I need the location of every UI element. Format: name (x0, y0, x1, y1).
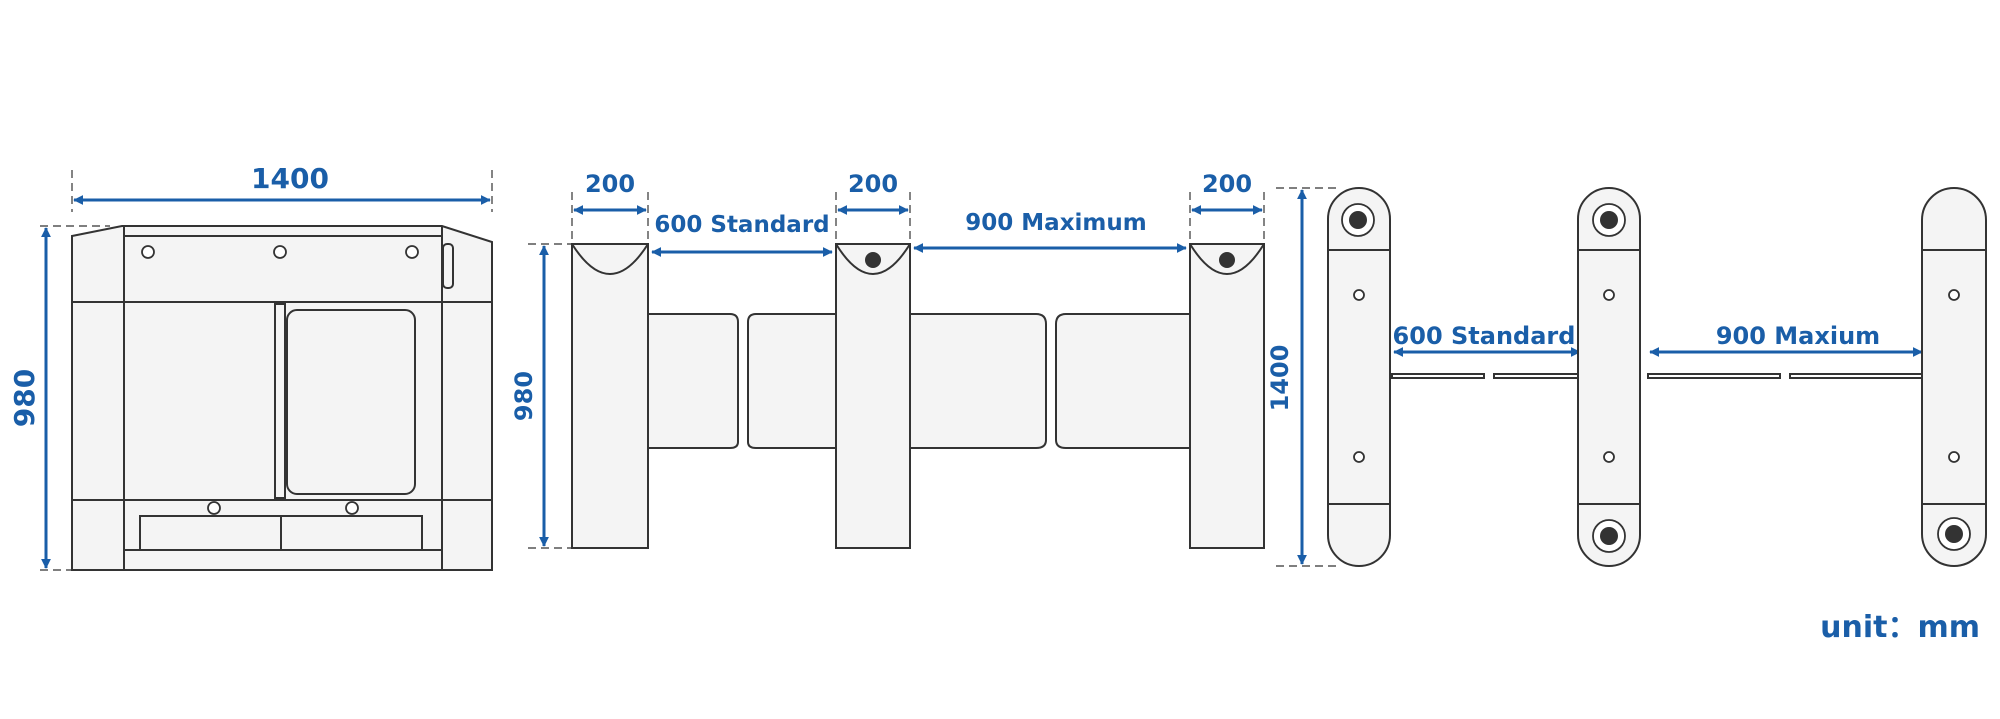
top-gap-standard-label: 600 Standard (1393, 322, 1576, 350)
side-height-label: 980 (510, 371, 538, 421)
front-cabinet (71, 225, 493, 571)
side-post-width-dimension-1: 200 (573, 170, 647, 215)
front-width-label: 1400 (251, 162, 329, 195)
side-post-width-dimension-2: 200 (837, 170, 909, 215)
top-view: 1400 600 Standard 900 Maxium (1266, 187, 1987, 567)
side-post-width-label-1: 200 (585, 170, 635, 198)
top-gap-maximum-label: 900 Maxium (1716, 322, 1880, 350)
top-pillar-left (1327, 187, 1391, 567)
top-gate-arms (1391, 373, 1925, 379)
front-height-label: 980 (8, 369, 41, 427)
side-gap-maximum-dimension: 900 Maximum (913, 210, 1187, 253)
top-gap-standard-dimension: 600 Standard (1393, 322, 1581, 357)
side-post-right (1189, 243, 1265, 549)
side-post-left (571, 243, 649, 549)
side-view: 200 200 200 600 Standard 900 Maximum 980 (510, 170, 1265, 549)
top-length-dimension: 1400 (1266, 189, 1307, 565)
front-view: 1400 980 (8, 162, 493, 571)
side-height-dimension: 980 (510, 245, 549, 547)
front-width-dimension: 1400 (73, 162, 491, 205)
top-length-label: 1400 (1266, 345, 1294, 412)
top-pillar-middle (1577, 187, 1641, 567)
side-gap-standard-label: 600 Standard (654, 212, 829, 238)
side-post-width-dimension-3: 200 (1191, 170, 1263, 215)
top-extension-lines (1276, 187, 1340, 567)
side-gap-maximum-label: 900 Maximum (965, 210, 1146, 236)
side-gate-panels (647, 313, 1191, 449)
top-pillar-right (1921, 187, 1987, 567)
top-gap-maximum-dimension: 900 Maxium (1649, 322, 1923, 357)
side-post-width-label-3: 200 (1202, 170, 1252, 198)
side-post-width-label-2: 200 (848, 170, 898, 198)
front-height-dimension: 980 (8, 227, 51, 569)
side-extension-lines (528, 192, 1265, 549)
side-post-middle (835, 243, 911, 549)
unit-label: unit：mm (1820, 610, 1980, 645)
side-gap-standard-dimension: 600 Standard (651, 212, 833, 257)
